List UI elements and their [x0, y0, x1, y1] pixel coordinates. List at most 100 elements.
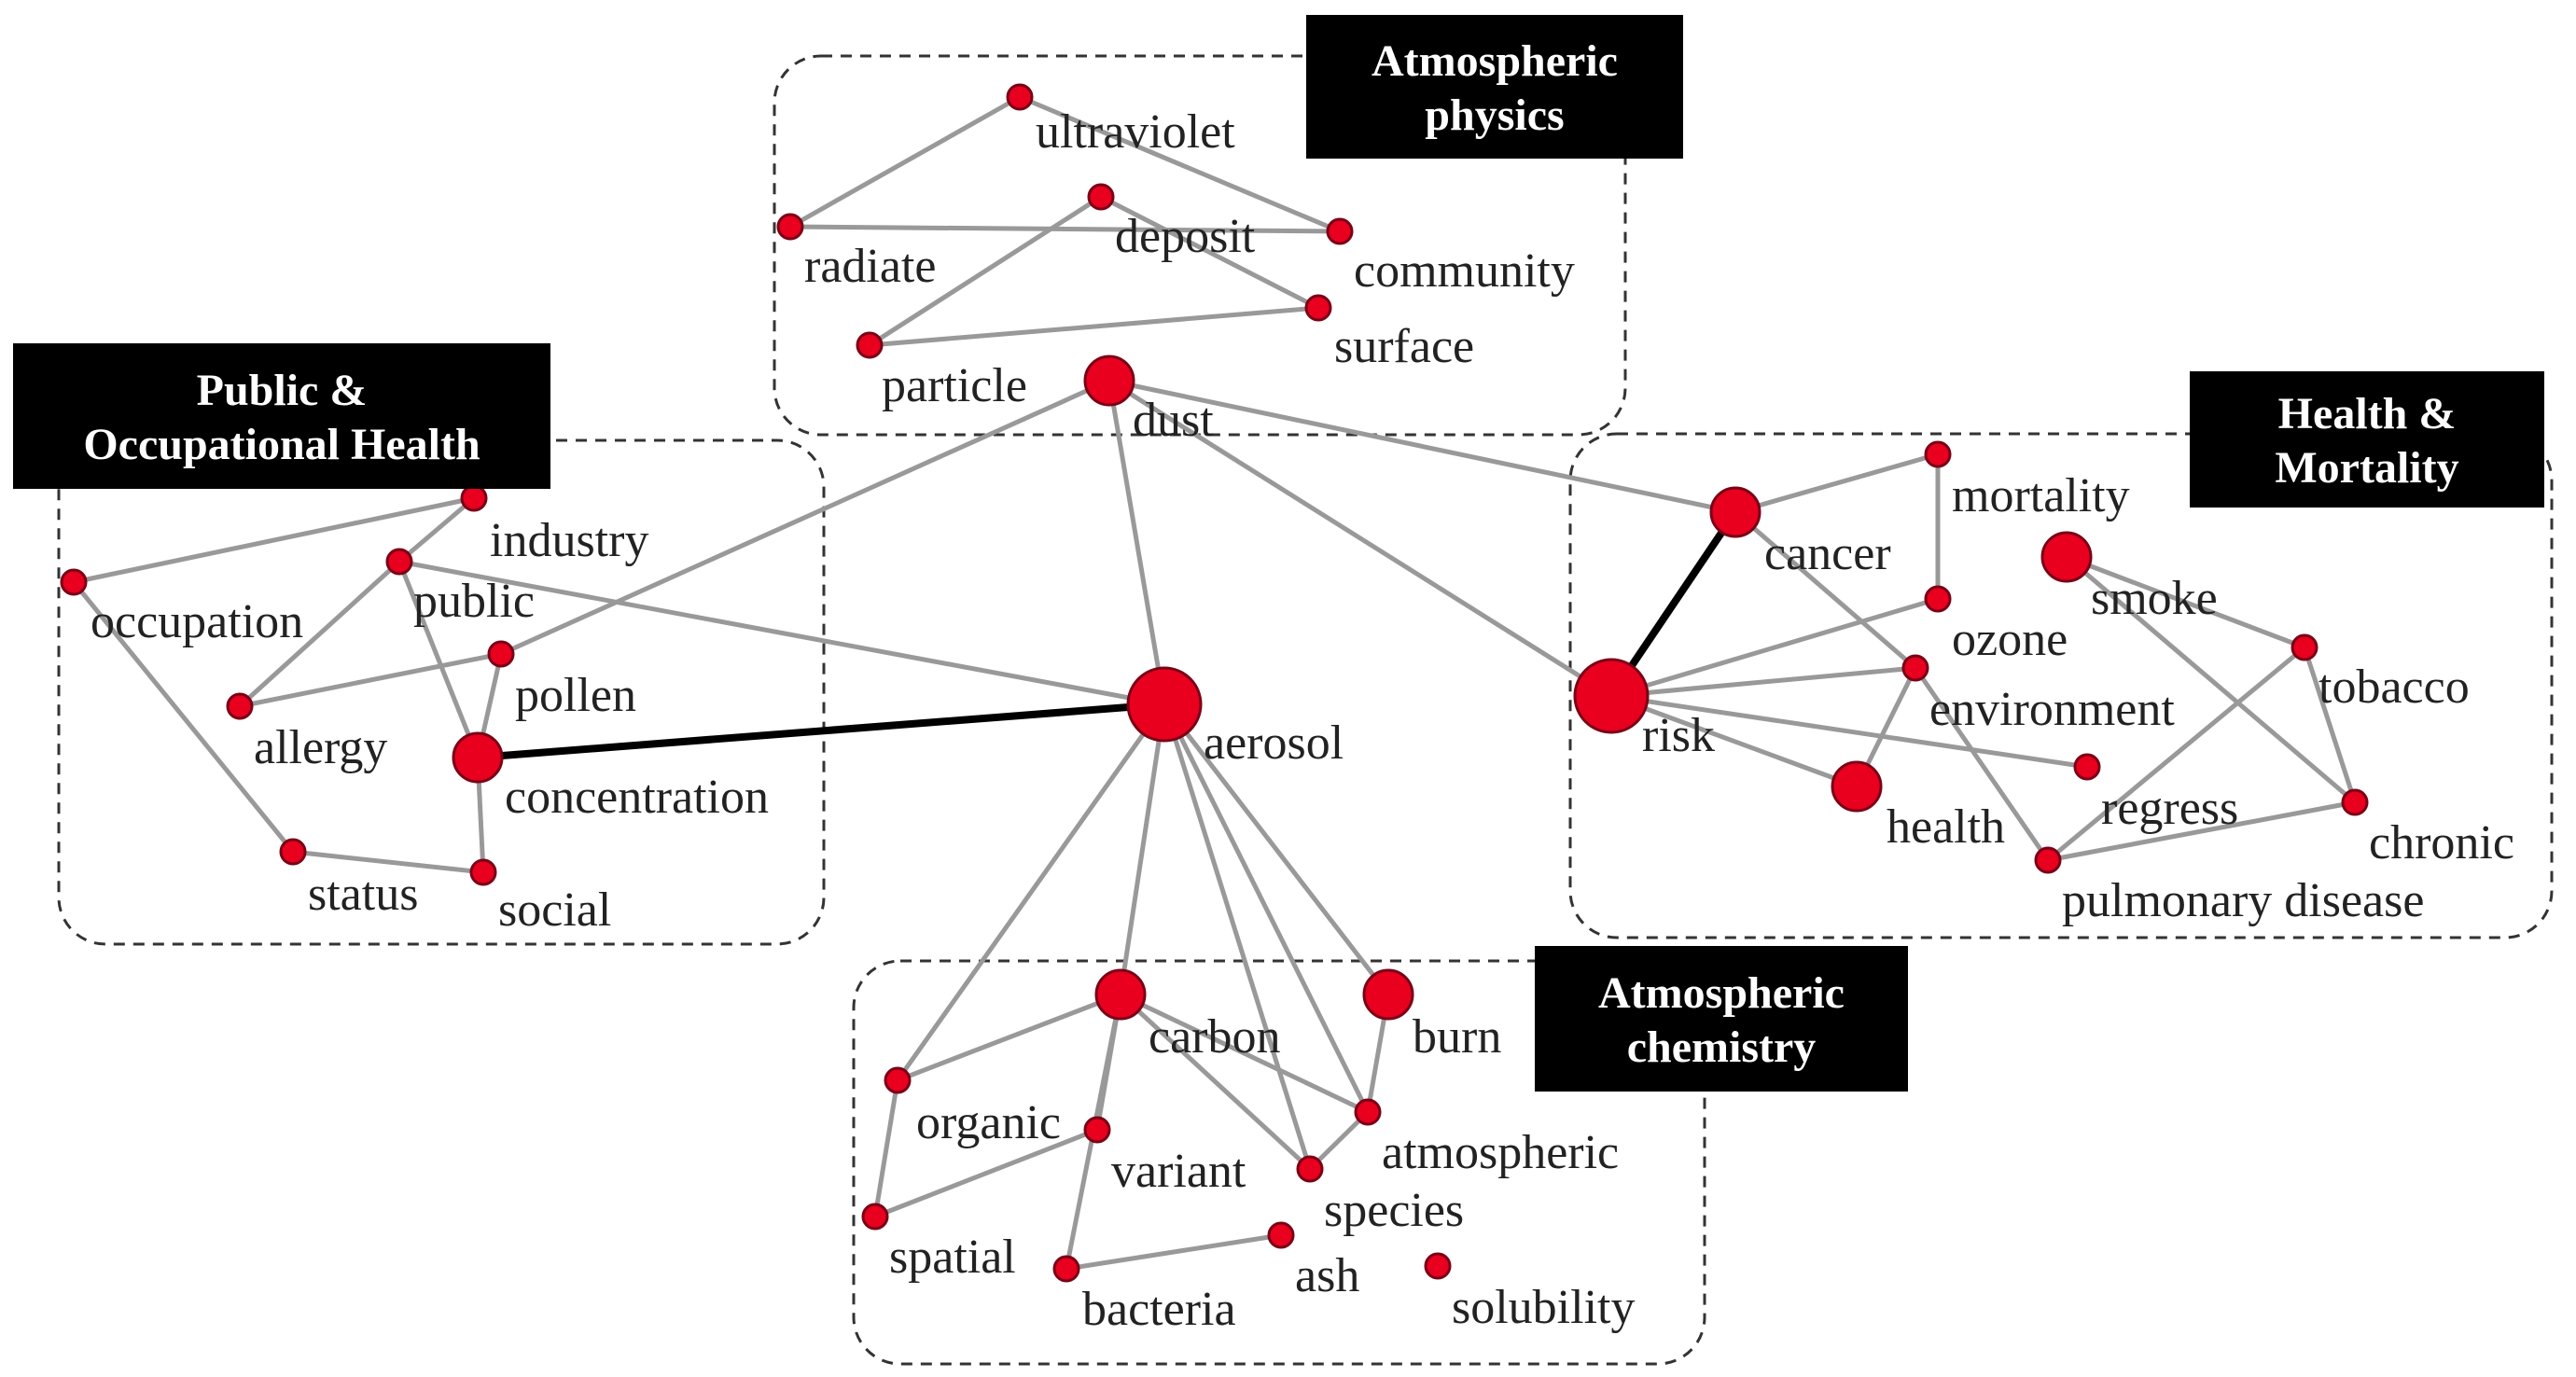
cluster-title-box-public-occupational-health — [13, 343, 550, 489]
node-cancer — [1709, 486, 1761, 538]
node-spatial — [861, 1203, 889, 1231]
node-environment — [1901, 654, 1929, 682]
edge-radiate-community — [787, 224, 1343, 234]
node-label-industry: industry — [490, 514, 648, 567]
edge-bacteria-ash — [1064, 1232, 1284, 1272]
edge-tobacco-chronic — [2302, 645, 2358, 805]
edge-ultraviolet-radiate — [787, 94, 1023, 230]
edge-concentration-aerosol — [474, 701, 1168, 761]
node-label-variant: variant — [1111, 1145, 1246, 1198]
node-public — [385, 548, 413, 576]
edge-mortality-cancer — [1733, 452, 1941, 515]
cluster-title-atmospheric-physics-line-1: Atmospheric — [1372, 36, 1618, 86]
node-solubility — [1424, 1252, 1452, 1280]
node-label-ultraviolet: ultraviolet — [1036, 105, 1235, 159]
node-label-regress: regress — [2101, 782, 2238, 835]
node-burn — [1362, 968, 1414, 1021]
node-tobacco — [2291, 633, 2318, 661]
cluster-title-box-health-mortality — [2190, 371, 2544, 508]
edge-risk-regress — [1608, 693, 2090, 770]
node-label-organic: organic — [916, 1096, 1061, 1149]
edge-smoke-tobacco — [2064, 554, 2307, 650]
edge-organic-spatial — [872, 1078, 900, 1219]
edge-dust-cancer — [1107, 378, 1738, 515]
edge-dust-aerosol — [1107, 378, 1167, 707]
edge-ultraviolet-community — [1017, 94, 1343, 234]
node-occupation — [60, 568, 88, 596]
edge-aerosol-organic — [895, 702, 1167, 1083]
node-atmospheric — [1354, 1098, 1382, 1126]
edge-occupation-industry — [71, 495, 477, 585]
edge-dust-pollen — [498, 378, 1112, 657]
edge-pollen-allergy — [237, 651, 504, 709]
node-dust — [1083, 355, 1135, 407]
edge-deposit-surface — [1098, 194, 1321, 311]
edge-smoke-chronic — [2064, 554, 2358, 805]
node-label-mortality: mortality — [1952, 469, 2130, 522]
node-label-aerosol: aerosol — [1204, 716, 1344, 770]
node-label-radiate: radiate — [804, 240, 936, 293]
node-ultraviolet — [1006, 83, 1034, 111]
node-ozone — [1924, 585, 1952, 613]
node-label-risk: risk — [1642, 709, 1715, 762]
node-label-solubility: solubility — [1452, 1281, 1635, 1334]
node-label-pulmonary-disease: pulmonary disease — [2062, 874, 2424, 927]
node-label-cancer: cancer — [1764, 527, 1891, 580]
edge-dust-risk — [1107, 378, 1614, 699]
node-label-deposit: deposit — [1115, 210, 1256, 263]
cluster-title-box-atmospheric-physics — [1306, 15, 1683, 159]
edge-ozone-risk — [1608, 596, 1941, 699]
node-label-carbon: carbon — [1149, 1010, 1280, 1064]
cluster-title-public-occupational-health-line-2: Occupational Health — [83, 420, 480, 469]
node-label-spatial: spatial — [889, 1231, 1016, 1284]
node-label-pollen: pollen — [515, 669, 636, 722]
edge-carbon-species — [1118, 992, 1313, 1172]
cluster-title-health-mortality-line-2: Mortality — [2275, 443, 2458, 493]
node-chronic — [2341, 788, 2369, 816]
edge-aerosol-species — [1162, 702, 1313, 1172]
node-label-status: status — [308, 868, 418, 921]
node-species — [1296, 1155, 1324, 1183]
node-bacteria — [1052, 1255, 1080, 1283]
node-deposit — [1087, 183, 1115, 211]
node-label-dust: dust — [1133, 394, 1214, 447]
node-industry — [460, 484, 488, 512]
node-ash — [1267, 1221, 1295, 1249]
node-label-tobacco: tobacco — [2318, 661, 2470, 714]
node-label-species: species — [1324, 1184, 1464, 1237]
node-organic — [884, 1066, 912, 1094]
node-labels: ultravioletradiatedepositcommunitysurfac… — [91, 105, 2514, 1336]
cluster-title-atmospheric-physics-line-2: physics — [1425, 90, 1564, 140]
node-label-atmospheric: atmospheric — [1382, 1126, 1619, 1179]
node-allergy — [226, 692, 254, 720]
cluster-box-atmospheric-chemistry — [852, 959, 1706, 1366]
node-status — [279, 838, 307, 866]
node-aerosol — [1126, 666, 1203, 743]
node-risk — [1573, 658, 1650, 734]
nodes — [60, 83, 2369, 1283]
node-label-particle: particle — [882, 359, 1027, 412]
node-label-ozone: ozone — [1952, 613, 2068, 666]
edge-particle-surface — [867, 305, 1321, 348]
edge-occupation-status — [71, 579, 296, 855]
node-social — [469, 858, 497, 886]
edges — [71, 94, 2358, 1272]
cluster-title-box-atmospheric-chemistry — [1535, 946, 1908, 1092]
node-mortality — [1924, 440, 1952, 468]
node-concentration — [452, 731, 504, 784]
node-community — [1326, 217, 1354, 245]
node-label-social: social — [498, 883, 611, 937]
node-label-allergy: allergy — [254, 721, 387, 774]
edge-tobacco-pulmonary-disease — [2045, 645, 2307, 863]
edge-aerosol-burn — [1162, 702, 1391, 997]
node-label-chronic: chronic — [2369, 816, 2514, 869]
node-smoke — [2040, 531, 2093, 583]
edge-risk-environment — [1608, 665, 1918, 699]
node-variant — [1083, 1116, 1111, 1144]
edge-carbon-organic — [895, 992, 1123, 1083]
cluster-title-health-mortality-line-1: Health & — [2278, 389, 2457, 438]
edge-risk-health — [1608, 693, 1859, 789]
edge-public-concentration — [397, 559, 480, 760]
cluster-box-health-mortality — [1568, 432, 2554, 939]
